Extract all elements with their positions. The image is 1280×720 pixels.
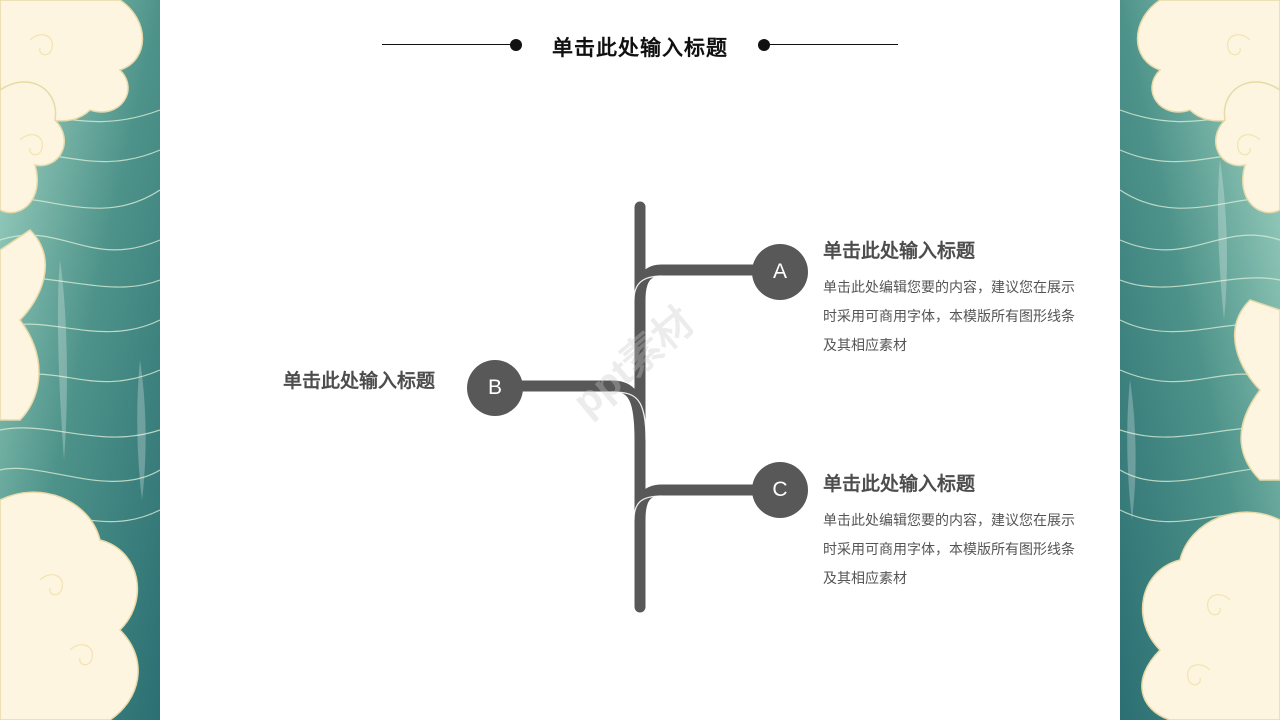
node-a-heading[interactable]: 单击此处输入标题 [823,240,976,262]
slide-title-row: 单击此处输入标题 [382,30,898,60]
node-b-heading[interactable]: 单击此处输入标题 [283,370,436,392]
node-b-circle [467,360,523,416]
node-a-text[interactable]: 单击此处编辑您要的内容，建议您在展示时采用可商用字体，本模版所有图形线条及其相应… [823,280,1075,354]
title-line-right [768,44,898,45]
node-c-heading[interactable]: 单击此处输入标题 [823,473,976,495]
branch-c [634,484,766,526]
node-c-circle [752,462,808,518]
title-dot-right [758,39,770,51]
node-a-label: A [772,260,787,283]
node-a-circle [752,244,808,300]
node-c-text[interactable]: 单击此处编辑您要的内容，建议您在展示时采用可商用字体，本模版所有图形线条及其相应… [823,513,1075,587]
node-b-label: B [487,376,502,399]
title-line-left [382,44,512,45]
title-dot-left [510,39,522,51]
slide-title[interactable]: 单击此处输入标题 [552,36,728,60]
branch-a [634,264,766,306]
node-c-label: C [772,478,788,501]
left-border-decoration [0,0,160,720]
right-border-decoration [1120,0,1280,720]
